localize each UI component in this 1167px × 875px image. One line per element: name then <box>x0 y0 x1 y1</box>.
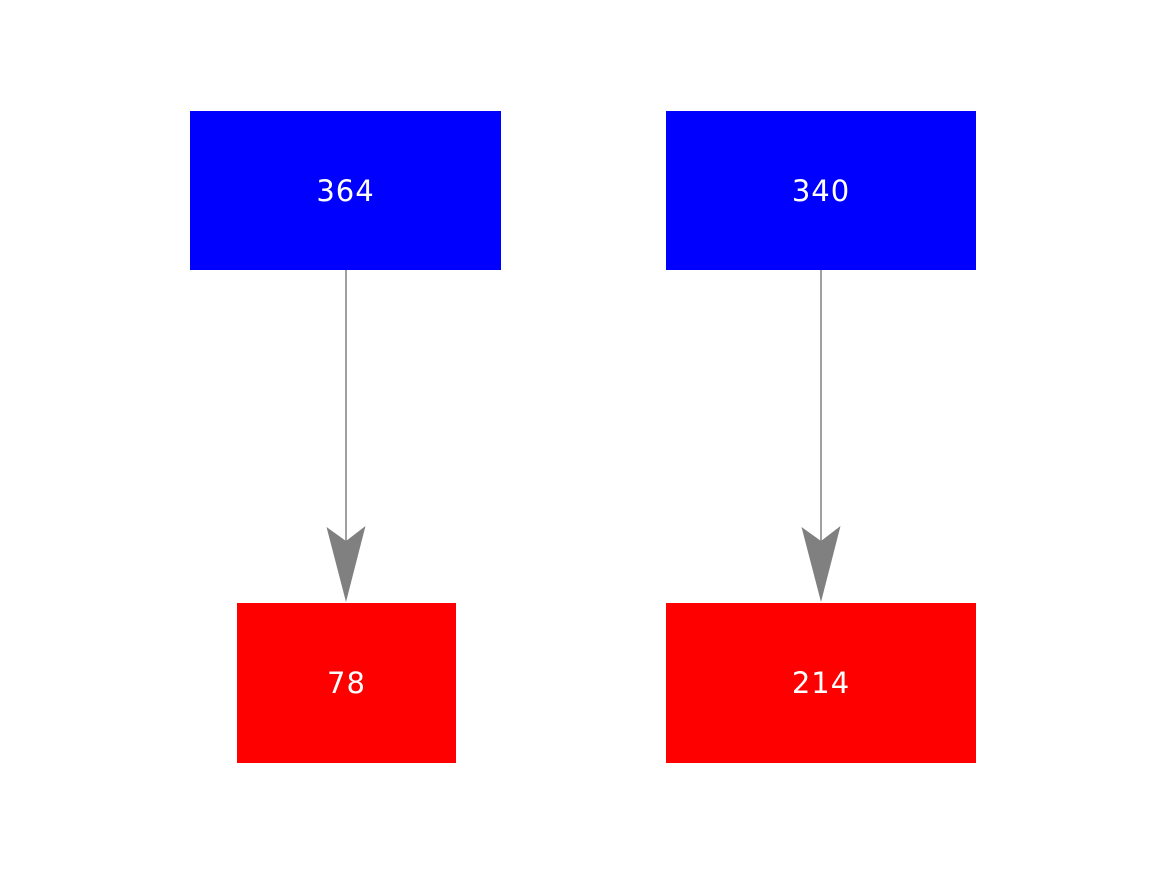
node-label: 340 <box>791 173 851 208</box>
arrowhead-down-icon <box>801 526 841 602</box>
flow-node-target-left: 78 <box>237 603 456 763</box>
node-label: 214 <box>791 666 851 700</box>
node-label: 78 <box>327 666 366 700</box>
arrow-right <box>801 270 841 602</box>
flow-node-source-left: 364 <box>190 111 501 270</box>
arrowhead-down-icon <box>326 526 366 602</box>
arrow-left <box>326 270 366 602</box>
flow-node-target-right: 214 <box>666 603 976 763</box>
flow-node-source-right: 340 <box>666 111 976 270</box>
node-label: 364 <box>316 173 375 208</box>
